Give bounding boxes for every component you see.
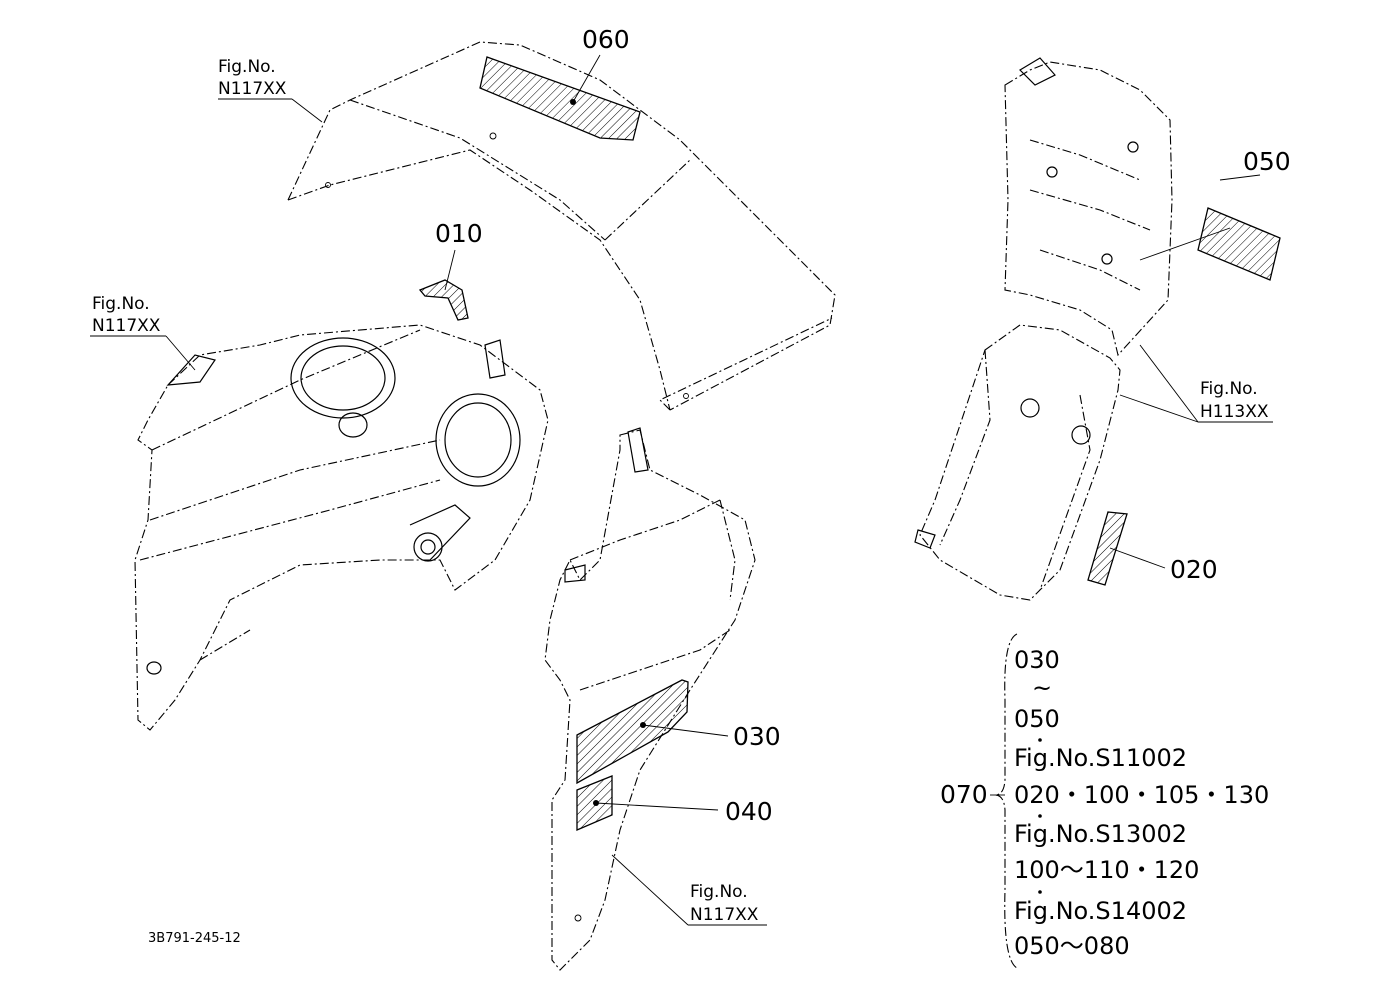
figref-top-left-code: N117XX xyxy=(218,79,287,99)
decal-010 xyxy=(418,279,469,321)
kit-line-9: 050〜080 xyxy=(1014,932,1130,960)
callout-050: 050 xyxy=(1243,147,1291,176)
left-dash-panel xyxy=(134,324,549,731)
figref-right-code: H113XX xyxy=(1200,402,1269,422)
kit-line-2: ~ xyxy=(1032,674,1052,702)
figref-mid-left-label: Fig.No. xyxy=(92,294,150,314)
kit-line-7: 100〜110・120 xyxy=(1014,856,1199,884)
kit-line-8: Fig.No.S14002 xyxy=(1014,897,1187,925)
kit-line-3: 050 xyxy=(1014,705,1060,733)
decal-030 xyxy=(576,679,689,785)
callout-020: 020 xyxy=(1170,555,1218,584)
callout-060: 060 xyxy=(582,25,630,54)
decal-060 xyxy=(479,56,641,141)
figref-bottom-center-code: N117XX xyxy=(690,905,759,925)
kit-line-6: Fig.No.S13002 xyxy=(1014,820,1187,848)
figref-top-left-label: Fig.No. xyxy=(218,57,276,77)
upper-right-cover xyxy=(1004,57,1173,357)
kit-line-5: 020・100・105・130 xyxy=(1014,781,1269,809)
hood-panel xyxy=(287,41,836,411)
callout-070: 070 xyxy=(940,780,988,809)
kit-list: 030 ~ 050 Fig.No.S11002 020・100・105・130 … xyxy=(1014,646,1269,960)
decal-050 xyxy=(1197,207,1281,281)
callout-010: 010 xyxy=(435,219,483,248)
side-panel xyxy=(544,427,756,971)
figref-right-label: Fig.No. xyxy=(1200,379,1258,399)
callout-040: 040 xyxy=(725,797,773,826)
kit-line-1: 030 xyxy=(1014,646,1060,674)
kit-line-4: Fig.No.S11002 xyxy=(1014,744,1187,772)
callout-030: 030 xyxy=(733,722,781,751)
figref-bottom-center-label: Fig.No. xyxy=(690,882,748,902)
leader-lines xyxy=(90,54,1273,969)
decal-040 xyxy=(576,775,613,831)
drawing-code: 3B791-245-12 xyxy=(148,931,241,946)
lower-right-cover xyxy=(914,324,1121,601)
figref-mid-left-code: N117XX xyxy=(92,316,161,336)
decal-020 xyxy=(1087,511,1128,586)
